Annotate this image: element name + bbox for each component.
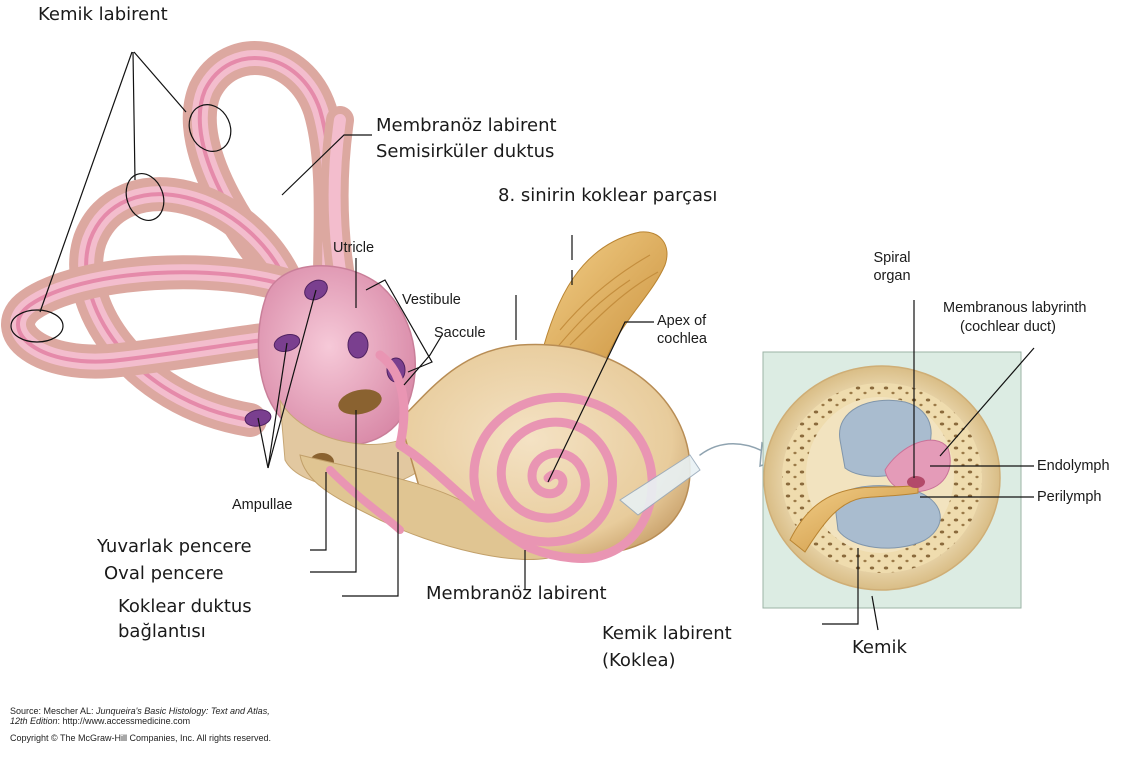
label-kemik-labirent: Kemik labirent (38, 5, 168, 26)
label-utricle: Utricle (333, 240, 374, 257)
label-sinirin-koklear-parcasi: 8. sinirin koklear parçası (498, 186, 717, 207)
label-koklear-duktus-line1: Koklear duktus (118, 597, 252, 618)
label-membranoz-labirent-bottom: Membranöz labirent (426, 584, 607, 605)
cochlea-cross-section (763, 352, 1021, 608)
label-apex-line2: cochlea (657, 331, 707, 348)
label-membranous-labyrinth-line1: Membranous labyrinth (943, 300, 1086, 317)
label-membranous-labyrinth-line2: (cochlear duct) (960, 319, 1056, 336)
label-koklear-duktus-line2: bağlantısı (118, 622, 206, 643)
label-oval-pencere: Oval pencere (104, 564, 224, 585)
label-spiral-line1: Spiral (873, 250, 910, 267)
label-ampullae: Ampullae (232, 497, 292, 514)
label-perilymph: Perilymph (1037, 489, 1101, 506)
label-vestibule: Vestibule (402, 292, 461, 309)
label-spiral-line2: organ (873, 268, 910, 285)
label-yuvarlak-pencere: Yuvarlak pencere (97, 537, 252, 558)
label-kemik: Kemik (852, 638, 907, 659)
source-line-2: 12th Edition: http://www.accessmedicine.… (10, 716, 190, 726)
label-semisirkuler-duktus: Semisirküler duktus (376, 142, 554, 163)
label-saccule: Saccule (434, 325, 486, 342)
label-endolymph: Endolymph (1037, 458, 1110, 475)
label-kemik-labirent-koklea-line1: Kemik labirent (602, 624, 732, 645)
label-apex-line1: Apex of (657, 313, 706, 330)
copyright: Copyright © The McGraw-Hill Companies, I… (10, 733, 271, 743)
label-membranoz-labirent: Membranöz labirent (376, 116, 557, 137)
source-line-1: Source: Mescher AL: Junqueira's Basic Hi… (10, 706, 270, 716)
label-kemik-labirent-koklea-line2: (Koklea) (602, 651, 676, 672)
